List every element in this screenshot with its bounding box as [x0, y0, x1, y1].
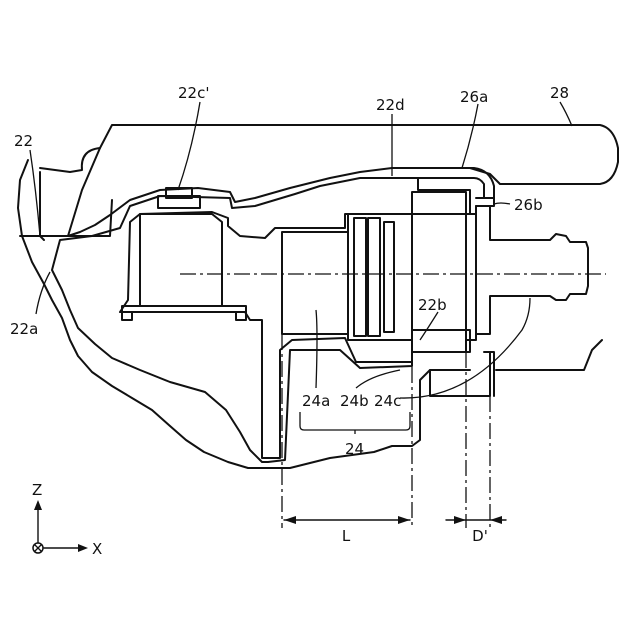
label-22d: 22d	[376, 96, 405, 114]
axes-indicator: Z X	[32, 481, 102, 558]
label-22a: 22a	[10, 320, 38, 338]
label-24b: 24b	[340, 392, 369, 410]
label-24a: 24a	[302, 392, 330, 410]
label-28: 28	[550, 84, 569, 102]
housing-22-body	[52, 178, 470, 462]
label-26b: 26b	[514, 196, 543, 214]
dimension-L: L	[284, 516, 410, 545]
dim-L-label: L	[342, 527, 351, 545]
dimension-D-prime: D'	[446, 516, 506, 545]
label-24c: 24c	[374, 392, 401, 410]
part-labels: 28 26a 22d 22c' 22 26b 22a 22b 24a 24b 2…	[10, 84, 569, 458]
dim-D-label: D'	[472, 527, 488, 545]
label-26a: 26a	[460, 88, 488, 106]
label-22: 22	[14, 132, 33, 150]
axis-x-label: X	[92, 540, 102, 558]
cap-element	[122, 188, 246, 320]
label-22b: 22b	[418, 296, 447, 314]
label-24: 24	[345, 440, 364, 458]
connector-24	[282, 192, 588, 352]
axis-z-label: Z	[32, 481, 42, 499]
label-22c-prime: 22c'	[178, 84, 209, 102]
